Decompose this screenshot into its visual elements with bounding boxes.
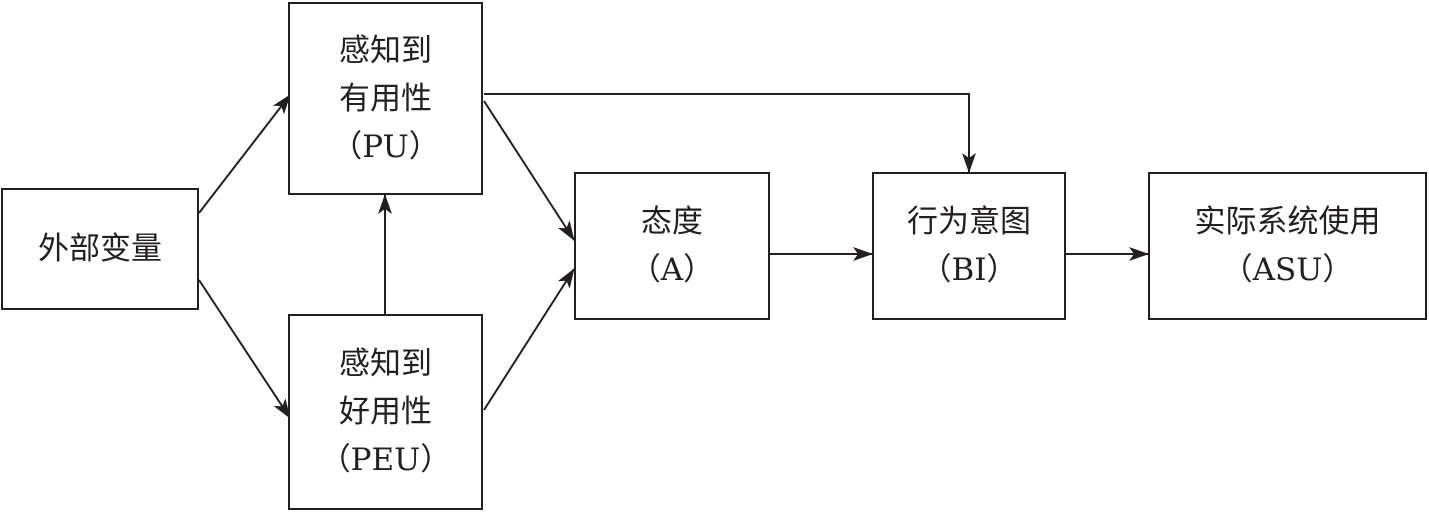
arrow-peu-to-attitude bbox=[483, 268, 575, 411]
arrow-external-to-peu bbox=[198, 279, 291, 419]
behavioral-intention-box: 行为意图 （BI） bbox=[872, 172, 1066, 320]
usage-label-line-1: 实际系统使用 bbox=[1194, 204, 1381, 240]
pu-label-line-2: 有用性 bbox=[339, 80, 432, 117]
attitude-box: 态度 （A） bbox=[574, 172, 770, 320]
perceived-ease-of-use-box: 感知到 好用性 （PEU） bbox=[288, 314, 483, 510]
arrow-pu-to-intention bbox=[484, 93, 976, 173]
usage-label-line-2: （ASU） bbox=[1221, 252, 1354, 288]
external-variables-box: 外部变量 bbox=[1, 188, 199, 310]
attitude-label-line-1: 态度 bbox=[641, 204, 703, 240]
peu-label-line-1: 感知到 bbox=[339, 346, 432, 382]
intention-label-line-2: （BI） bbox=[920, 252, 1018, 288]
arrow-pu-to-attitude bbox=[483, 100, 575, 241]
actual-system-use-box: 实际系统使用 （ASU） bbox=[1148, 172, 1427, 320]
pu-label-line-1: 感知到 bbox=[339, 32, 432, 69]
attitude-label-line-2: （A） bbox=[629, 252, 715, 288]
perceived-usefulness-box: 感知到 有用性 （PU） bbox=[288, 2, 483, 195]
external-variables-label: 外部变量 bbox=[38, 231, 162, 267]
pu-label-line-3: （PU） bbox=[331, 128, 440, 165]
intention-label-line-1: 行为意图 bbox=[907, 204, 1031, 240]
peu-label-line-3: （PEU） bbox=[319, 442, 452, 478]
peu-label-line-2: 好用性 bbox=[339, 394, 432, 430]
arrow-external-to-pu bbox=[198, 94, 291, 214]
